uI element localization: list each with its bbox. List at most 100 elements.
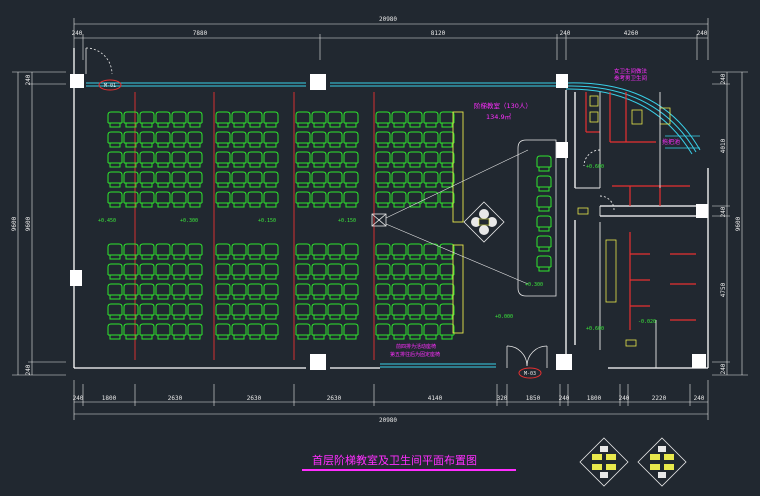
seat <box>327 131 343 148</box>
seat <box>375 131 391 148</box>
seat <box>295 283 311 300</box>
seat <box>155 191 171 208</box>
seat <box>423 191 439 208</box>
seat <box>439 171 455 188</box>
seat <box>139 263 155 280</box>
dim-bottom-11: 2220 <box>652 395 667 402</box>
seat <box>107 151 123 168</box>
seat <box>123 243 139 260</box>
seat <box>311 283 327 300</box>
seating-area <box>107 111 455 340</box>
dim-top-2: 8120 <box>431 30 446 37</box>
seat <box>155 131 171 148</box>
elev-7: +0.000 <box>495 314 513 320</box>
seat <box>155 283 171 300</box>
dim-bottom-6: 320 <box>497 395 508 402</box>
seat <box>407 191 423 208</box>
seat <box>187 111 203 128</box>
seat <box>343 243 359 260</box>
seat <box>231 111 247 128</box>
seat <box>107 131 123 148</box>
seat <box>215 263 231 280</box>
seat <box>155 171 171 188</box>
basin-label: 拖把池 <box>662 138 680 146</box>
elev-8: -0.020 <box>638 319 656 325</box>
front-seats <box>536 155 552 272</box>
seat <box>215 151 231 168</box>
seat <box>139 243 155 260</box>
elev-5: +0.600 <box>586 164 604 170</box>
seat <box>295 243 311 260</box>
dim-left-top: 240 <box>25 74 32 85</box>
seat <box>295 151 311 168</box>
seat <box>423 131 439 148</box>
door-m01 <box>85 47 113 75</box>
seat <box>215 191 231 208</box>
dim-bottom-4: 2630 <box>327 395 342 402</box>
seat <box>171 191 187 208</box>
seat <box>247 111 263 128</box>
seat <box>171 111 187 128</box>
seat <box>215 131 231 148</box>
seat <box>187 323 203 340</box>
seat <box>439 151 455 168</box>
compass-symbol-a <box>579 437 629 487</box>
seat <box>215 111 231 128</box>
seat <box>107 171 123 188</box>
seat <box>423 111 439 128</box>
dim-bottom-12: 240 <box>694 395 705 402</box>
seat <box>407 243 423 260</box>
seat <box>407 111 423 128</box>
dim-right-top: 240 <box>720 73 727 84</box>
seat <box>123 323 139 340</box>
seat <box>139 283 155 300</box>
seat <box>231 243 247 260</box>
dim-right-mid2: 240 <box>720 206 727 217</box>
dim-bottom-10: 240 <box>619 395 630 402</box>
seat <box>391 151 407 168</box>
door-m03-tag <box>518 367 542 379</box>
seat <box>123 131 139 148</box>
seat <box>295 191 311 208</box>
seat <box>536 195 552 212</box>
seat <box>343 111 359 128</box>
seat <box>407 151 423 168</box>
seat <box>423 283 439 300</box>
dim-right-bottom: 240 <box>720 363 727 374</box>
seat <box>247 191 263 208</box>
seat <box>391 191 407 208</box>
seat <box>343 303 359 320</box>
seat <box>327 243 343 260</box>
seat <box>536 255 552 272</box>
seat <box>231 283 247 300</box>
seat <box>171 283 187 300</box>
seat <box>375 243 391 260</box>
elev-6: +0.600 <box>586 326 604 332</box>
side-desks <box>452 111 464 334</box>
restroom-fixtures <box>577 95 700 347</box>
seat-note-2: 第五排往后为固定座椅 <box>390 351 440 358</box>
seat <box>155 111 171 128</box>
seat <box>231 171 247 188</box>
seat <box>123 151 139 168</box>
seat <box>423 303 439 320</box>
seat <box>407 131 423 148</box>
seat <box>187 303 203 320</box>
dim-top-1: 7880 <box>193 30 208 37</box>
restroom-partitions <box>585 92 696 330</box>
seat <box>327 171 343 188</box>
seat <box>343 191 359 208</box>
seat <box>375 283 391 300</box>
seat <box>171 131 187 148</box>
elevation-markers: +0.450 +0.300 +0.150 +0.150 +0.300 +0.60… <box>98 164 656 332</box>
seat <box>295 171 311 188</box>
seat <box>171 323 187 340</box>
seat <box>423 323 439 340</box>
exterior-walls <box>73 48 709 369</box>
seat <box>155 263 171 280</box>
seat <box>215 323 231 340</box>
seat <box>343 283 359 300</box>
seat <box>107 111 123 128</box>
seat <box>171 171 187 188</box>
top-dimensions <box>73 18 709 60</box>
